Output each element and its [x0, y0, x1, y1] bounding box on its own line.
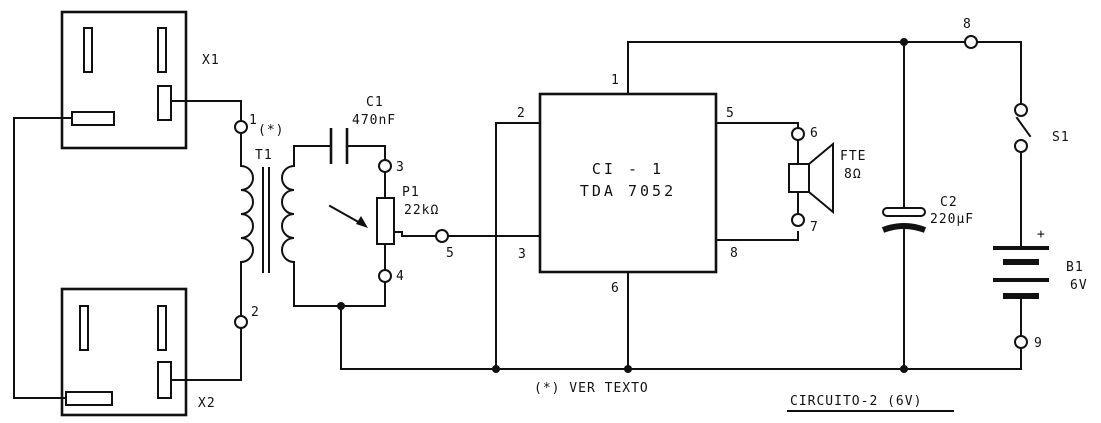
- x1-label: X1: [202, 53, 220, 68]
- node-5-label: 5: [446, 246, 455, 261]
- c1-value-label: 470nF: [352, 113, 396, 128]
- t1-node-1-label: 1: [249, 113, 258, 128]
- t1-node-2-label: 2: [251, 305, 260, 320]
- node-3-label: 3: [396, 160, 405, 175]
- outlet-x2: [60, 287, 188, 417]
- ic-pin-8-label: 8: [730, 246, 739, 261]
- wire-x2-to-t1: [170, 327, 242, 381]
- node-7: [791, 213, 805, 227]
- ver-texto-note: (*) VER TEXTO: [534, 381, 649, 396]
- node-6-label: 6: [810, 126, 819, 141]
- wire-ic-pin1: [627, 41, 966, 95]
- node-8-label: 8: [963, 17, 972, 32]
- wire-ic-pin5: [715, 122, 799, 129]
- wire-ic-pin2: [495, 122, 541, 370]
- transformer-t1: [234, 120, 296, 329]
- t1-label: T1: [255, 148, 273, 163]
- capacitor-c1: [329, 128, 349, 164]
- node-5: [435, 229, 449, 243]
- wire-ground-bus: [340, 305, 1022, 370]
- ic-pin-6-label: 6: [611, 281, 620, 296]
- node-9: [1014, 335, 1028, 349]
- t1-note-label: (*): [258, 123, 284, 138]
- node-6: [791, 127, 805, 141]
- ic-pin-3-label: 3: [518, 247, 527, 262]
- b1-plus-label: +: [1037, 227, 1046, 242]
- node-4-label: 4: [396, 269, 405, 284]
- node-9-label: 9: [1034, 336, 1043, 351]
- capacitor-c2: [881, 207, 927, 233]
- p1-value-label: 22kΩ: [404, 203, 439, 218]
- wire-outlet-bridge: [13, 117, 73, 399]
- node-7-label: 7: [810, 220, 819, 235]
- c2-value-label: 220µF: [930, 212, 974, 227]
- fte-ref-label: FTE: [840, 149, 866, 164]
- circuit-title: CIRCUITO-2 (6V): [790, 394, 922, 409]
- ic-pin-2-label: 2: [517, 106, 526, 121]
- wire-node8-to-s1: [976, 41, 1022, 105]
- speaker-fte: [788, 141, 834, 215]
- junction-dots: [337, 38, 908, 373]
- b1-ref-label: B1: [1066, 260, 1084, 275]
- switch-s1: [1014, 103, 1032, 153]
- x2-label: X2: [198, 396, 216, 411]
- wire-c1-to-p1: [346, 145, 386, 161]
- fte-value-label: 8Ω: [844, 167, 862, 182]
- wire-x1-to-t1: [170, 100, 242, 121]
- ic-part-label: TDA 7052: [580, 182, 676, 200]
- p1-ref-label: P1: [402, 185, 420, 200]
- battery-b1: [993, 246, 1049, 299]
- c2-ref-label: C2: [940, 195, 958, 210]
- wire-ic-pin8: [715, 231, 799, 241]
- p1-wiper-arrow: [328, 204, 437, 237]
- c1-ref-label: C1: [366, 95, 384, 110]
- ic-ref-label: CI - 1: [592, 160, 664, 178]
- ic-pin-5-label: 5: [726, 106, 735, 121]
- potentiometer-p1: [376, 197, 395, 245]
- ic-pin-1-label: 1: [611, 73, 620, 88]
- s1-label: S1: [1052, 130, 1070, 145]
- node-3: [378, 159, 392, 173]
- wire-sec-bottom: [293, 261, 386, 307]
- b1-value-label: 6V: [1070, 278, 1088, 293]
- node-4: [378, 269, 392, 283]
- wire-sec-top: [293, 145, 331, 167]
- outlet-x1: [60, 10, 188, 150]
- node-8: [964, 35, 978, 49]
